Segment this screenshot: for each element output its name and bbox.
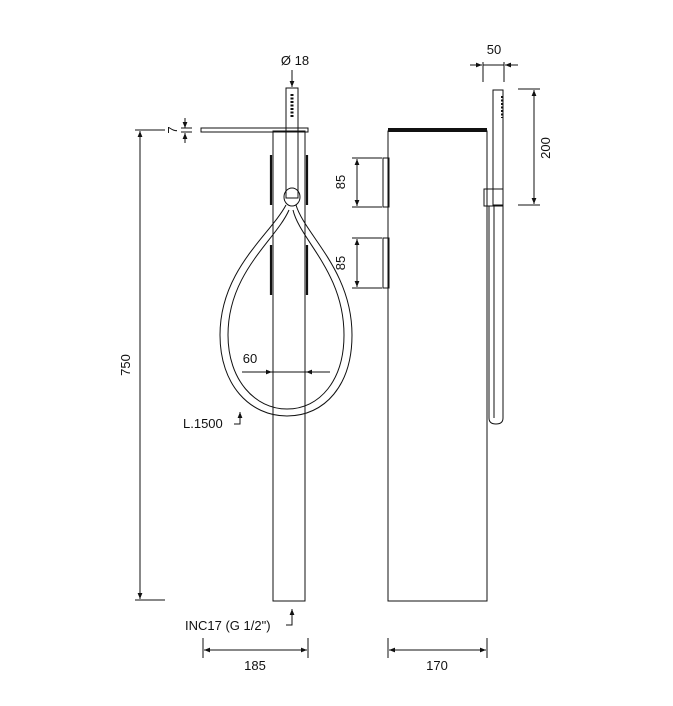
hose-length-note: L.1500 — [183, 412, 243, 431]
side-strip-lower — [382, 237, 390, 289]
hose-length-label: L.1500 — [183, 416, 223, 431]
dimension-side-width: 170 — [387, 638, 488, 673]
side-column — [387, 130, 488, 602]
side-width-label: 170 — [426, 658, 448, 673]
dimension-height: 750 — [118, 129, 165, 601]
side-view — [382, 89, 504, 602]
front-view — [200, 87, 353, 602]
side-top-bar — [388, 128, 487, 132]
dimension-handle-length: 200 — [518, 88, 553, 206]
handle-width-label: 50 — [487, 42, 501, 57]
diameter-label: Ø 18 — [281, 53, 309, 68]
front-column — [272, 130, 306, 602]
hose-loop-inner — [227, 209, 345, 410]
hose-side — [488, 206, 504, 425]
hand-shower-front — [285, 87, 299, 199]
strip-lower-label: 85 — [333, 256, 348, 270]
dimension-diameter: Ø 18 — [281, 53, 309, 87]
dimension-shelf-thickness: 7 — [165, 118, 192, 143]
dimension-handle-width: 50 — [470, 42, 518, 82]
front-width-label: 185 — [244, 658, 266, 673]
height-label: 750 — [118, 354, 133, 376]
dimension-strips: 85 85 — [333, 157, 382, 289]
hose-loop-outer — [219, 204, 353, 417]
hand-shower-holder — [283, 187, 301, 207]
connection-note: INC17 (G 1/2") — [185, 609, 295, 633]
front-shelf — [200, 127, 309, 133]
dimension-front-width: 185 — [202, 638, 309, 673]
dimension-hose-width: 60 — [242, 351, 330, 375]
side-strip-upper — [382, 157, 390, 208]
connection-label: INC17 (G 1/2") — [185, 618, 271, 633]
shelf-thickness-label: 7 — [165, 126, 180, 133]
handle-length-label: 200 — [538, 137, 553, 159]
hand-shower-side — [492, 89, 504, 206]
hose-width-label: 60 — [243, 351, 257, 366]
strip-upper-label: 85 — [333, 175, 348, 189]
